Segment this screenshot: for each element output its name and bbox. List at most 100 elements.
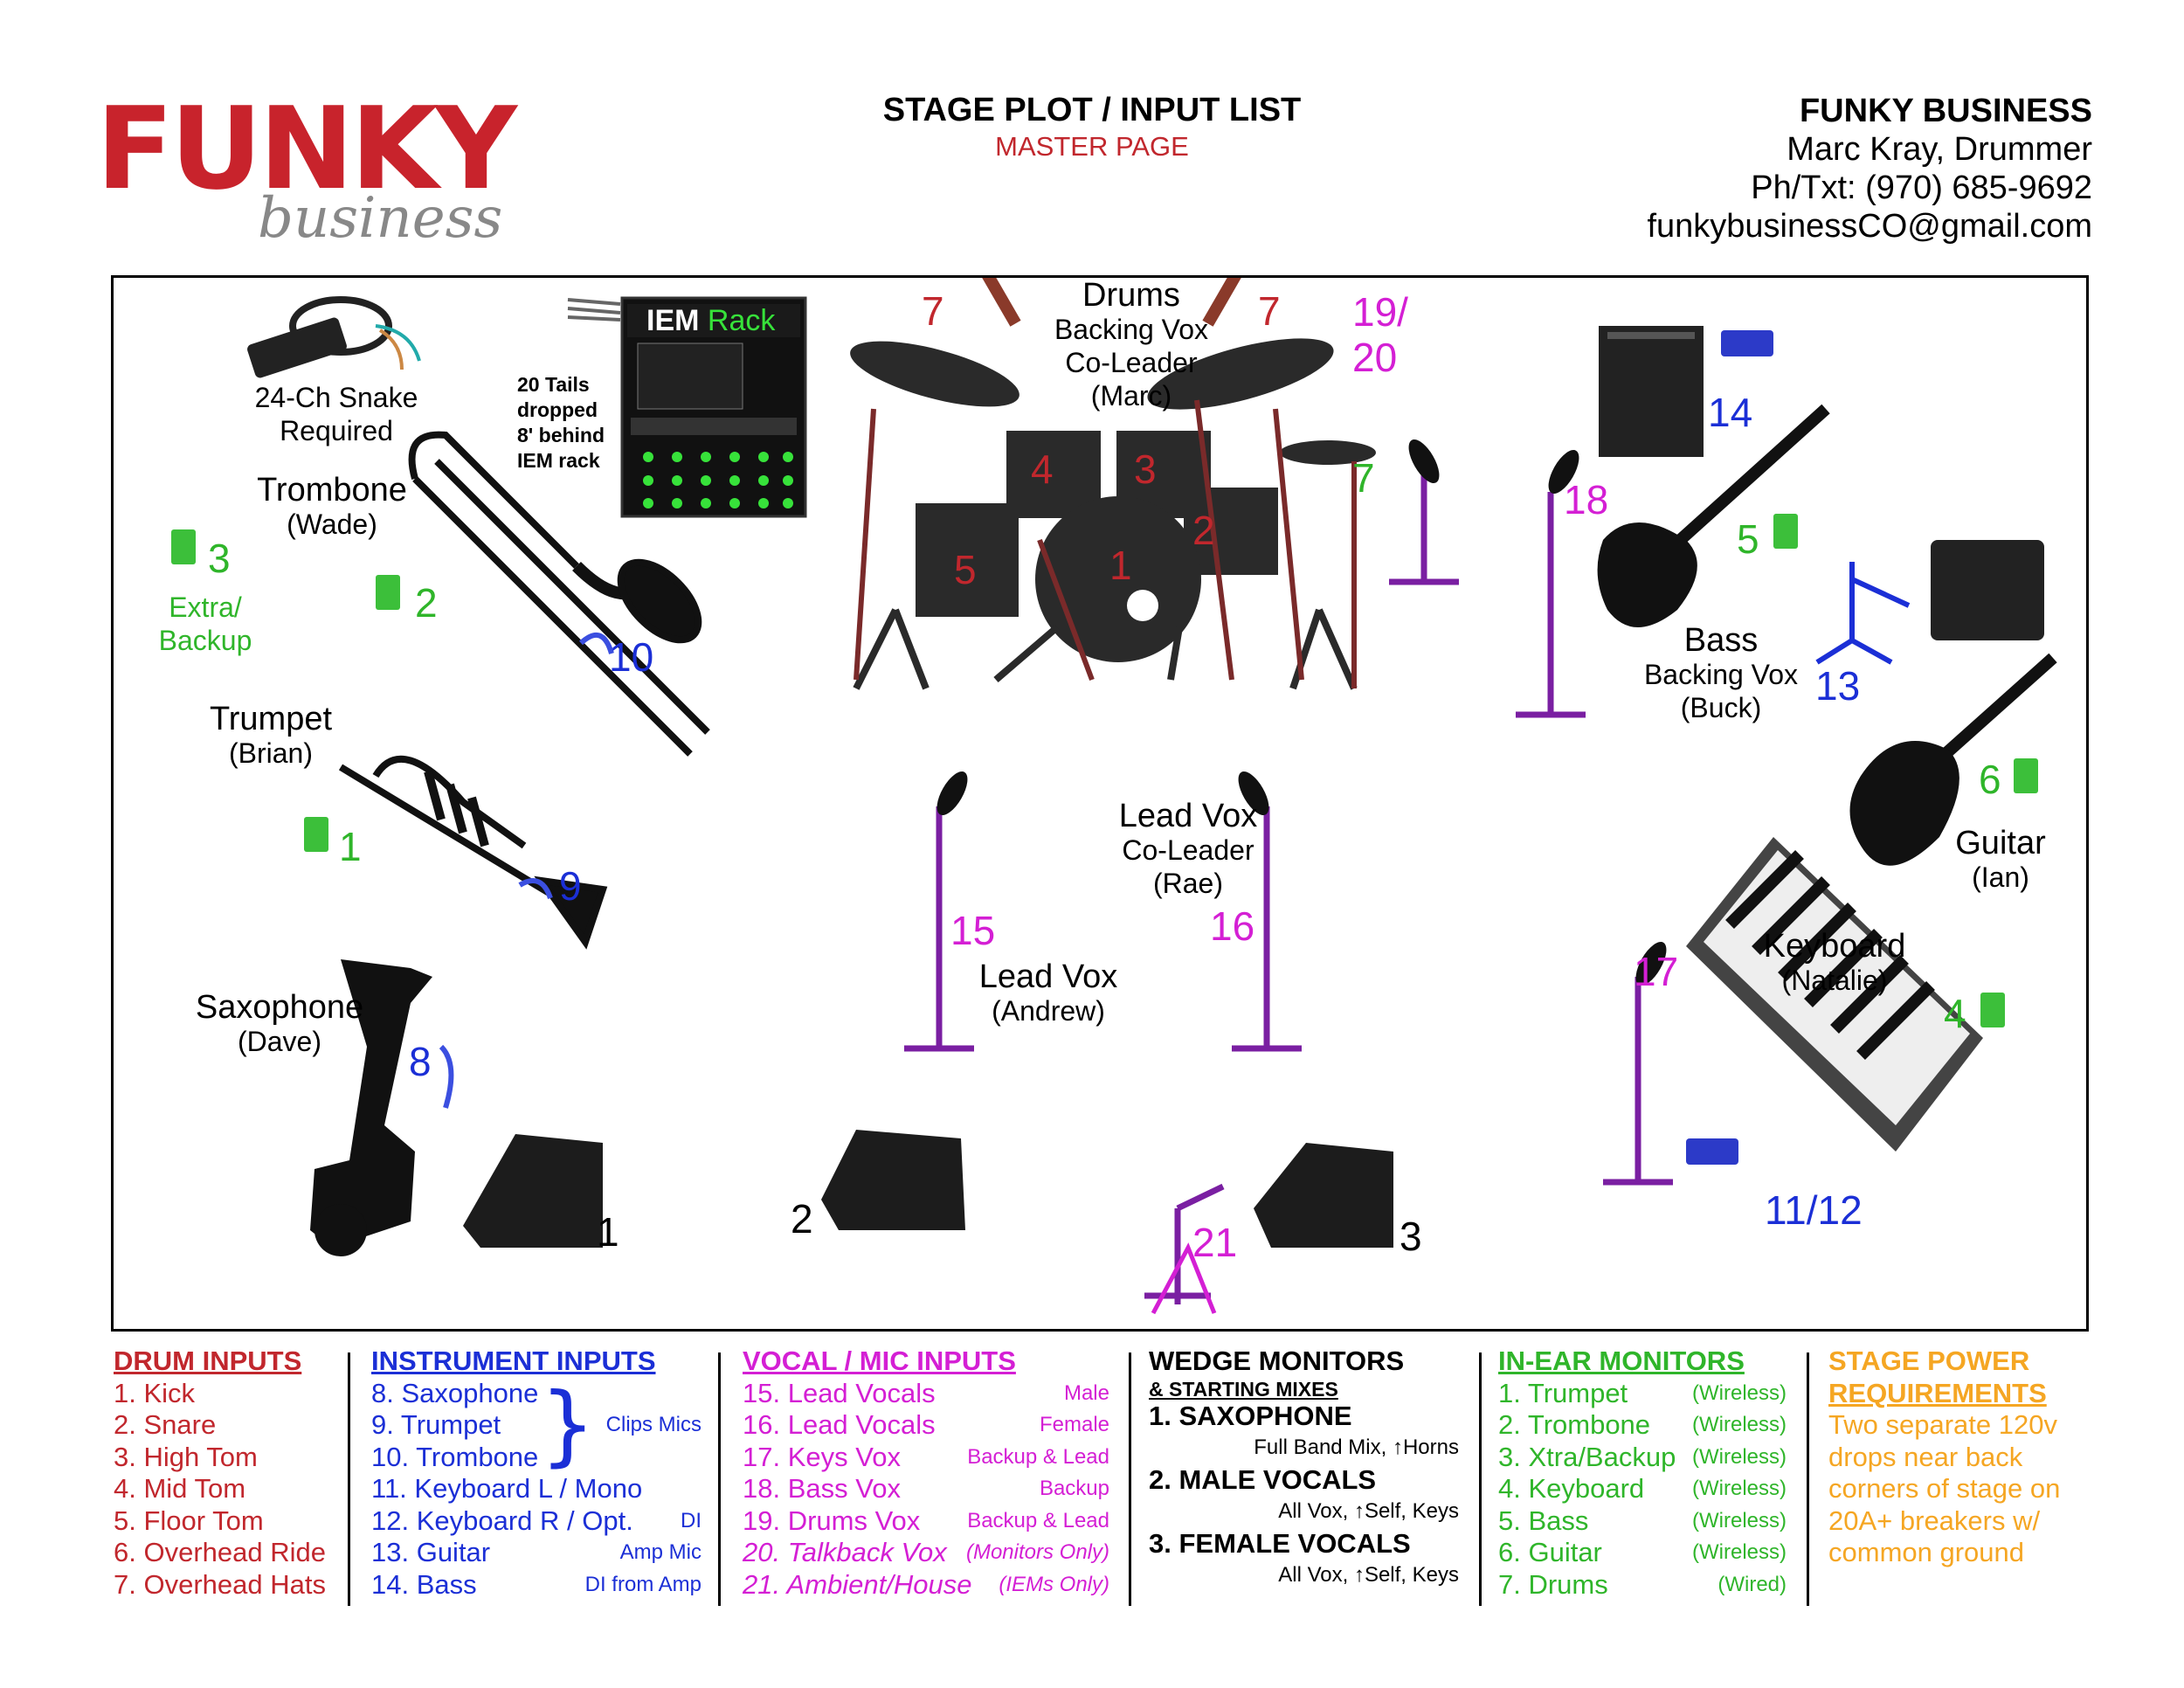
drums-person: (Marc) <box>1090 380 1172 412</box>
bass-role1: Backing Vox <box>1643 659 1799 690</box>
legend-instrument-item: 8. Saxophone <box>371 1378 702 1410</box>
legend-instrument-label: 13. Guitar <box>371 1537 491 1567</box>
legend-vocal-label: 16. Lead Vocals <box>743 1409 936 1440</box>
bass-person: (Buck) <box>1680 692 1762 723</box>
stage-plot: 24-Ch Snake Required IEM Rack 20 Tails d… <box>111 275 2089 1332</box>
legend-wedge-item-label: 1. SAXOPHONE <box>1149 1400 1352 1431</box>
legend-drum-item: 2. Snare <box>114 1409 217 1440</box>
lead-rae-name: Lead Vox <box>1118 798 1258 834</box>
legend-vocal-note: Backup <box>1039 1477 1109 1500</box>
vocal-mic-stands <box>904 474 1673 1304</box>
trumpet-label: Trumpet (Brian) <box>166 702 376 770</box>
snake-label-line2: Required <box>280 415 393 446</box>
trombone-label: Trombone (Wade) <box>227 473 437 541</box>
vocal-number-18: 18 <box>1564 477 1609 522</box>
legend-iem-label: 3. Xtra/Backup <box>1498 1441 1676 1472</box>
snake-icon <box>247 296 421 378</box>
legend-iem-heading: IN-EAR MONITORS <box>1498 1346 1745 1376</box>
legend-iem-item: 1. Trumpet(Wireless) <box>1498 1378 1787 1410</box>
instrument-number-9: 9 <box>559 863 582 909</box>
subtitle-text: MASTER PAGE <box>995 131 1189 162</box>
legend-vocal-label: 21. Ambient/House <box>743 1568 972 1600</box>
contact-name: Marc Kray, Drummer <box>1787 131 2092 168</box>
legend-power-line: common ground <box>1828 1537 2025 1567</box>
legend-power-line: 20A+ breakers w/ <box>1828 1505 2041 1536</box>
legend-vocal-note: (Monitors Only) <box>965 1540 1109 1564</box>
legend-iem-label: 5. Bass <box>1498 1505 1589 1536</box>
legend-iem-note: (Wireless) <box>1692 1540 1787 1564</box>
iem-rack-note-line: 20 Tails <box>517 373 590 396</box>
legend-instrument-note: Clips Mics <box>605 1413 702 1436</box>
keyboard-name: Keyboard <box>1763 928 1906 965</box>
legend-iem-label: 6. Guitar <box>1498 1537 1602 1567</box>
snake-label: 24-Ch Snake Required <box>232 381 441 447</box>
wedge-number-1: 1 <box>597 1209 619 1255</box>
legend-divider <box>718 1352 721 1606</box>
saxophone-person: (Dave) <box>237 1026 321 1057</box>
legend-wedge-item-mix: All Vox, ↑Self, Keys <box>1278 1563 1459 1587</box>
trombone-icon <box>408 431 710 757</box>
legend-vocal-item: 17. Keys Vox Backup & Lead <box>743 1442 1109 1474</box>
legend-iem-item: 5. Bass(Wireless) <box>1498 1505 1787 1538</box>
legend-drum-inputs: DRUM INPUTS 1. Kick 2. Snare 3. High Tom… <box>114 1346 332 1601</box>
legend-instrument-item: 10. Trombone <box>371 1442 702 1474</box>
legend-iem-note: (Wireless) <box>1692 1380 1787 1405</box>
logo-funky-text: FUNKY <box>96 82 517 215</box>
instrument-number-8: 8 <box>409 1039 432 1084</box>
legend-drum-heading: DRUM INPUTS <box>114 1346 302 1376</box>
bass-guitar-icon <box>1597 404 1830 627</box>
lead-andrew-name: Lead Vox <box>978 958 1118 995</box>
iem-rack-title: IEM Rack <box>646 304 775 338</box>
clips-brace-icon: } <box>540 1373 596 1476</box>
legend-power-heading1: STAGE POWER <box>1828 1346 2030 1376</box>
stage-graphics <box>171 278 2057 1315</box>
legend-vocal-item: 21. Ambient/House(IEMs Only) <box>743 1569 1109 1602</box>
drum-input-3: 3 <box>1134 446 1157 492</box>
legend-drum-item: 7. Overhead Hats <box>114 1568 326 1600</box>
legend-wedge-monitors: WEDGE MONITORS & STARTING MIXES 1. SAXOP… <box>1149 1346 1459 1592</box>
vocal-number-15: 15 <box>950 908 996 953</box>
legend-vocal-item: 20. Talkback Vox (Monitors Only) <box>743 1537 1109 1569</box>
legend-vocal-label: 17. Keys Vox <box>743 1441 901 1472</box>
bass-label: Bass Backing Vox (Buck) <box>1599 623 1843 724</box>
legend-instrument-item: 11. Keyboard L / Mono <box>371 1473 702 1505</box>
legend-vocal-note: Backup & Lead <box>967 1444 1109 1469</box>
trumpet-person: (Brian) <box>228 737 313 769</box>
trombone-person: (Wade) <box>287 508 377 540</box>
iem-number-6: 6 <box>1979 757 2001 802</box>
legend-vocal-label: 18. Bass Vox <box>743 1473 901 1504</box>
legend-instrument-label: 12. Keyboard R / Opt. <box>371 1505 633 1536</box>
legend-vocal-label: 20. Talkback Vox <box>743 1537 947 1567</box>
bass-amp-icon <box>1599 326 1704 457</box>
legend-iem-item: 2. Trombone(Wireless) <box>1498 1409 1787 1442</box>
legend-power-heading2: REQUIREMENTS <box>1828 1377 2047 1408</box>
band-name: FUNKY BUSINESS <box>1799 93 2092 129</box>
contact-email[interactable]: funkybusinessCO@gmail.com <box>1647 208 2092 245</box>
legend-instrument-label: 8. Saxophone <box>371 1377 539 1408</box>
legend-drum-item: 1. Kick <box>114 1377 196 1408</box>
lead-rae-label: Lead Vox Co-Leader (Rae) <box>1075 799 1302 900</box>
legend-instrument-note: DI <box>681 1508 702 1532</box>
vocal-number-17: 17 <box>1634 949 1679 994</box>
contact-phone: Ph/Txt: (970) 685-9692 <box>1751 169 2092 206</box>
legend-power-line: corners of stage on <box>1828 1473 2061 1504</box>
extra-backup-line2: Backup <box>158 625 252 656</box>
legend-divider <box>348 1352 350 1606</box>
ambient-mic-icon <box>1151 1242 1217 1315</box>
di-boxes <box>1686 330 1773 1165</box>
legend-vocal-note: Backup & Lead <box>967 1508 1109 1532</box>
legend-iem-item: 3. Xtra/Backup(Wireless) <box>1498 1442 1787 1474</box>
legend-instrument-label: 9. Trumpet <box>371 1409 501 1440</box>
legend-drum-item: 4. Mid Tom <box>114 1473 246 1504</box>
iem-rack-icon <box>567 296 807 518</box>
guitar-person: (Ian) <box>1972 861 2029 893</box>
iem-rack-note-line: IEM rack <box>517 449 600 472</box>
guitar-label: Guitar (Ian) <box>1913 826 2088 894</box>
iem-number-2: 2 <box>415 580 438 626</box>
extra-backup-line1: Extra/ <box>169 591 242 623</box>
drums-label: Drums Backing Vox Co-Leader (Marc) <box>987 278 1275 412</box>
legend-iem-label: 2. Trombone <box>1498 1409 1651 1440</box>
iem-packs <box>171 514 2038 1027</box>
